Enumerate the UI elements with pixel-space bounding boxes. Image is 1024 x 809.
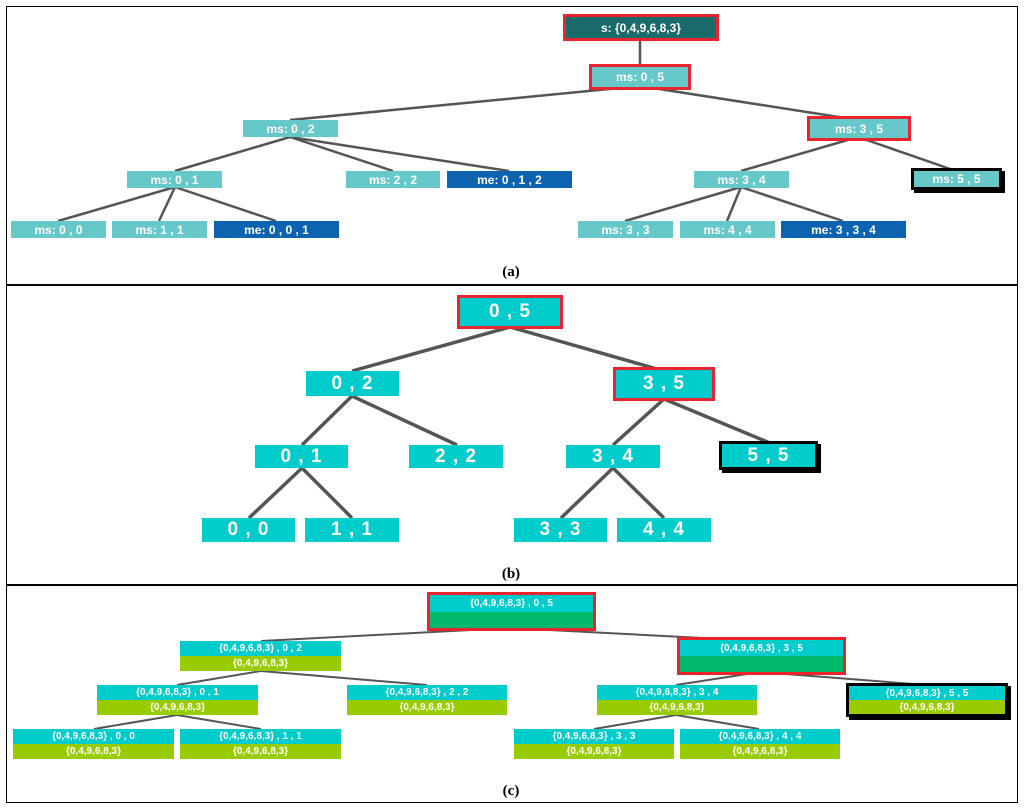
node-c-4-4: {0,4,9,6,8,3} , 4 , 4 {0,4,9,6,8,3}	[680, 729, 840, 759]
caption-c: (c)	[502, 783, 520, 799]
node-b-0-0: 0 , 0	[202, 518, 295, 542]
node-b-0-5: 0 , 5	[457, 295, 563, 329]
node-c-0-2-result: {0,4,9,6,8,3}	[180, 656, 341, 671]
node-c-3-4: {0,4,9,6,8,3} , 3 , 4 {0,4,9,6,8,3}	[597, 685, 757, 715]
node-b-3-3: 3 , 3	[514, 518, 607, 542]
node-c-0-1-label: {0,4,9,6,8,3} , 0 , 1	[97, 685, 258, 700]
node-c-3-3-result: {0,4,9,6,8,3}	[514, 744, 674, 759]
node-a-0-5: ms: 0 , 5	[589, 64, 691, 90]
node-c-5-5-result: {0,4,9,6,8,3}	[849, 700, 1005, 714]
node-a-2-2: ms: 2 , 2	[346, 171, 440, 188]
node-a-3-4: ms: 3 , 4	[694, 171, 789, 188]
node-a-me-3-3-4: me: 3 , 3 , 4	[781, 221, 906, 238]
node-c-2-2: {0,4,9,6,8,3} , 2 , 2 {0,4,9,6,8,3}	[347, 685, 507, 715]
node-a-5-5: ms: 5 , 5	[911, 168, 1002, 190]
node-a-me-0-0-1: me: 0 , 0 , 1	[214, 221, 339, 238]
node-a-0-2: ms: 0 , 2	[243, 120, 338, 137]
node-c-3-4-label: {0,4,9,6,8,3} , 3 , 4	[597, 685, 757, 700]
node-c-1-1: {0,4,9,6,8,3} , 1 , 1 {0,4,9,6,8,3}	[180, 729, 341, 759]
node-c-0-0: {0,4,9,6,8,3} , 0 , 0 {0,4,9,6,8,3}	[13, 729, 174, 759]
node-c-4-4-result: {0,4,9,6,8,3}	[680, 744, 840, 759]
node-a-1-1: ms: 1 , 1	[112, 221, 207, 238]
node-c-2-2-label: {0,4,9,6,8,3} , 2 , 2	[347, 685, 507, 700]
node-c-0-1-result: {0,4,9,6,8,3}	[97, 700, 258, 715]
node-c-2-2-result: {0,4,9,6,8,3}	[347, 700, 507, 715]
node-c-0-5-result	[430, 611, 593, 628]
node-c-4-4-label: {0,4,9,6,8,3} , 4 , 4	[680, 729, 840, 744]
node-a-0-0: ms: 0 , 0	[11, 221, 106, 238]
node-b-0-2: 0 , 2	[306, 371, 399, 396]
node-c-3-3-label: {0,4,9,6,8,3} , 3 , 3	[514, 729, 674, 744]
node-b-0-1: 0 , 1	[255, 445, 348, 468]
node-c-0-5-label: {0,4,9,6,8,3} , 0 , 5	[430, 595, 593, 612]
caption-b: (b)	[501, 566, 521, 582]
node-c-0-1: {0,4,9,6,8,3} , 0 , 1 {0,4,9,6,8,3}	[97, 685, 258, 715]
node-c-0-5: {0,4,9,6,8,3} , 0 , 5	[427, 592, 596, 631]
panel-b	[6, 285, 1018, 585]
node-b-2-2: 2 , 2	[409, 445, 503, 468]
node-a-root: s: {0,4,9,6,8,3}	[563, 14, 719, 41]
node-b-5-5: 5 , 5	[719, 441, 818, 470]
node-a-me-0-1-2: me: 0 , 1 , 2	[447, 171, 572, 188]
caption-a: (a)	[502, 264, 520, 280]
node-c-5-5: {0,4,9,6,8,3} , 5 , 5 {0,4,9,6,8,3}	[846, 683, 1008, 717]
node-c-0-0-result: {0,4,9,6,8,3}	[13, 744, 174, 759]
node-c-3-5-result	[680, 656, 843, 672]
node-c-0-0-label: {0,4,9,6,8,3} , 0 , 0	[13, 729, 174, 744]
panel-a	[6, 6, 1018, 285]
node-a-4-4: ms: 4 , 4	[680, 221, 775, 238]
node-c-3-4-result: {0,4,9,6,8,3}	[597, 700, 757, 715]
node-c-3-5: {0,4,9,6,8,3} , 3 , 5	[677, 637, 846, 675]
node-c-0-2-label: {0,4,9,6,8,3} , 0 , 2	[180, 641, 341, 656]
node-a-3-3: ms: 3 , 3	[578, 221, 673, 238]
node-b-3-4: 3 , 4	[566, 445, 660, 468]
node-c-1-1-label: {0,4,9,6,8,3} , 1 , 1	[180, 729, 341, 744]
node-b-4-4: 4 , 4	[617, 518, 711, 542]
node-a-3-5: ms: 3 , 5	[807, 116, 911, 141]
node-c-3-5-label: {0,4,9,6,8,3} , 3 , 5	[680, 640, 843, 656]
node-c-1-1-result: {0,4,9,6,8,3}	[180, 744, 341, 759]
node-b-3-5: 3 , 5	[613, 367, 715, 401]
node-c-5-5-label: {0,4,9,6,8,3} , 5 , 5	[849, 686, 1005, 700]
node-c-3-3: {0,4,9,6,8,3} , 3 , 3 {0,4,9,6,8,3}	[514, 729, 674, 759]
node-b-1-1: 1 , 1	[305, 518, 399, 542]
node-a-0-1: ms: 0 , 1	[127, 171, 222, 188]
node-c-0-2: {0,4,9,6,8,3} , 0 , 2 {0,4,9,6,8,3}	[180, 641, 341, 671]
